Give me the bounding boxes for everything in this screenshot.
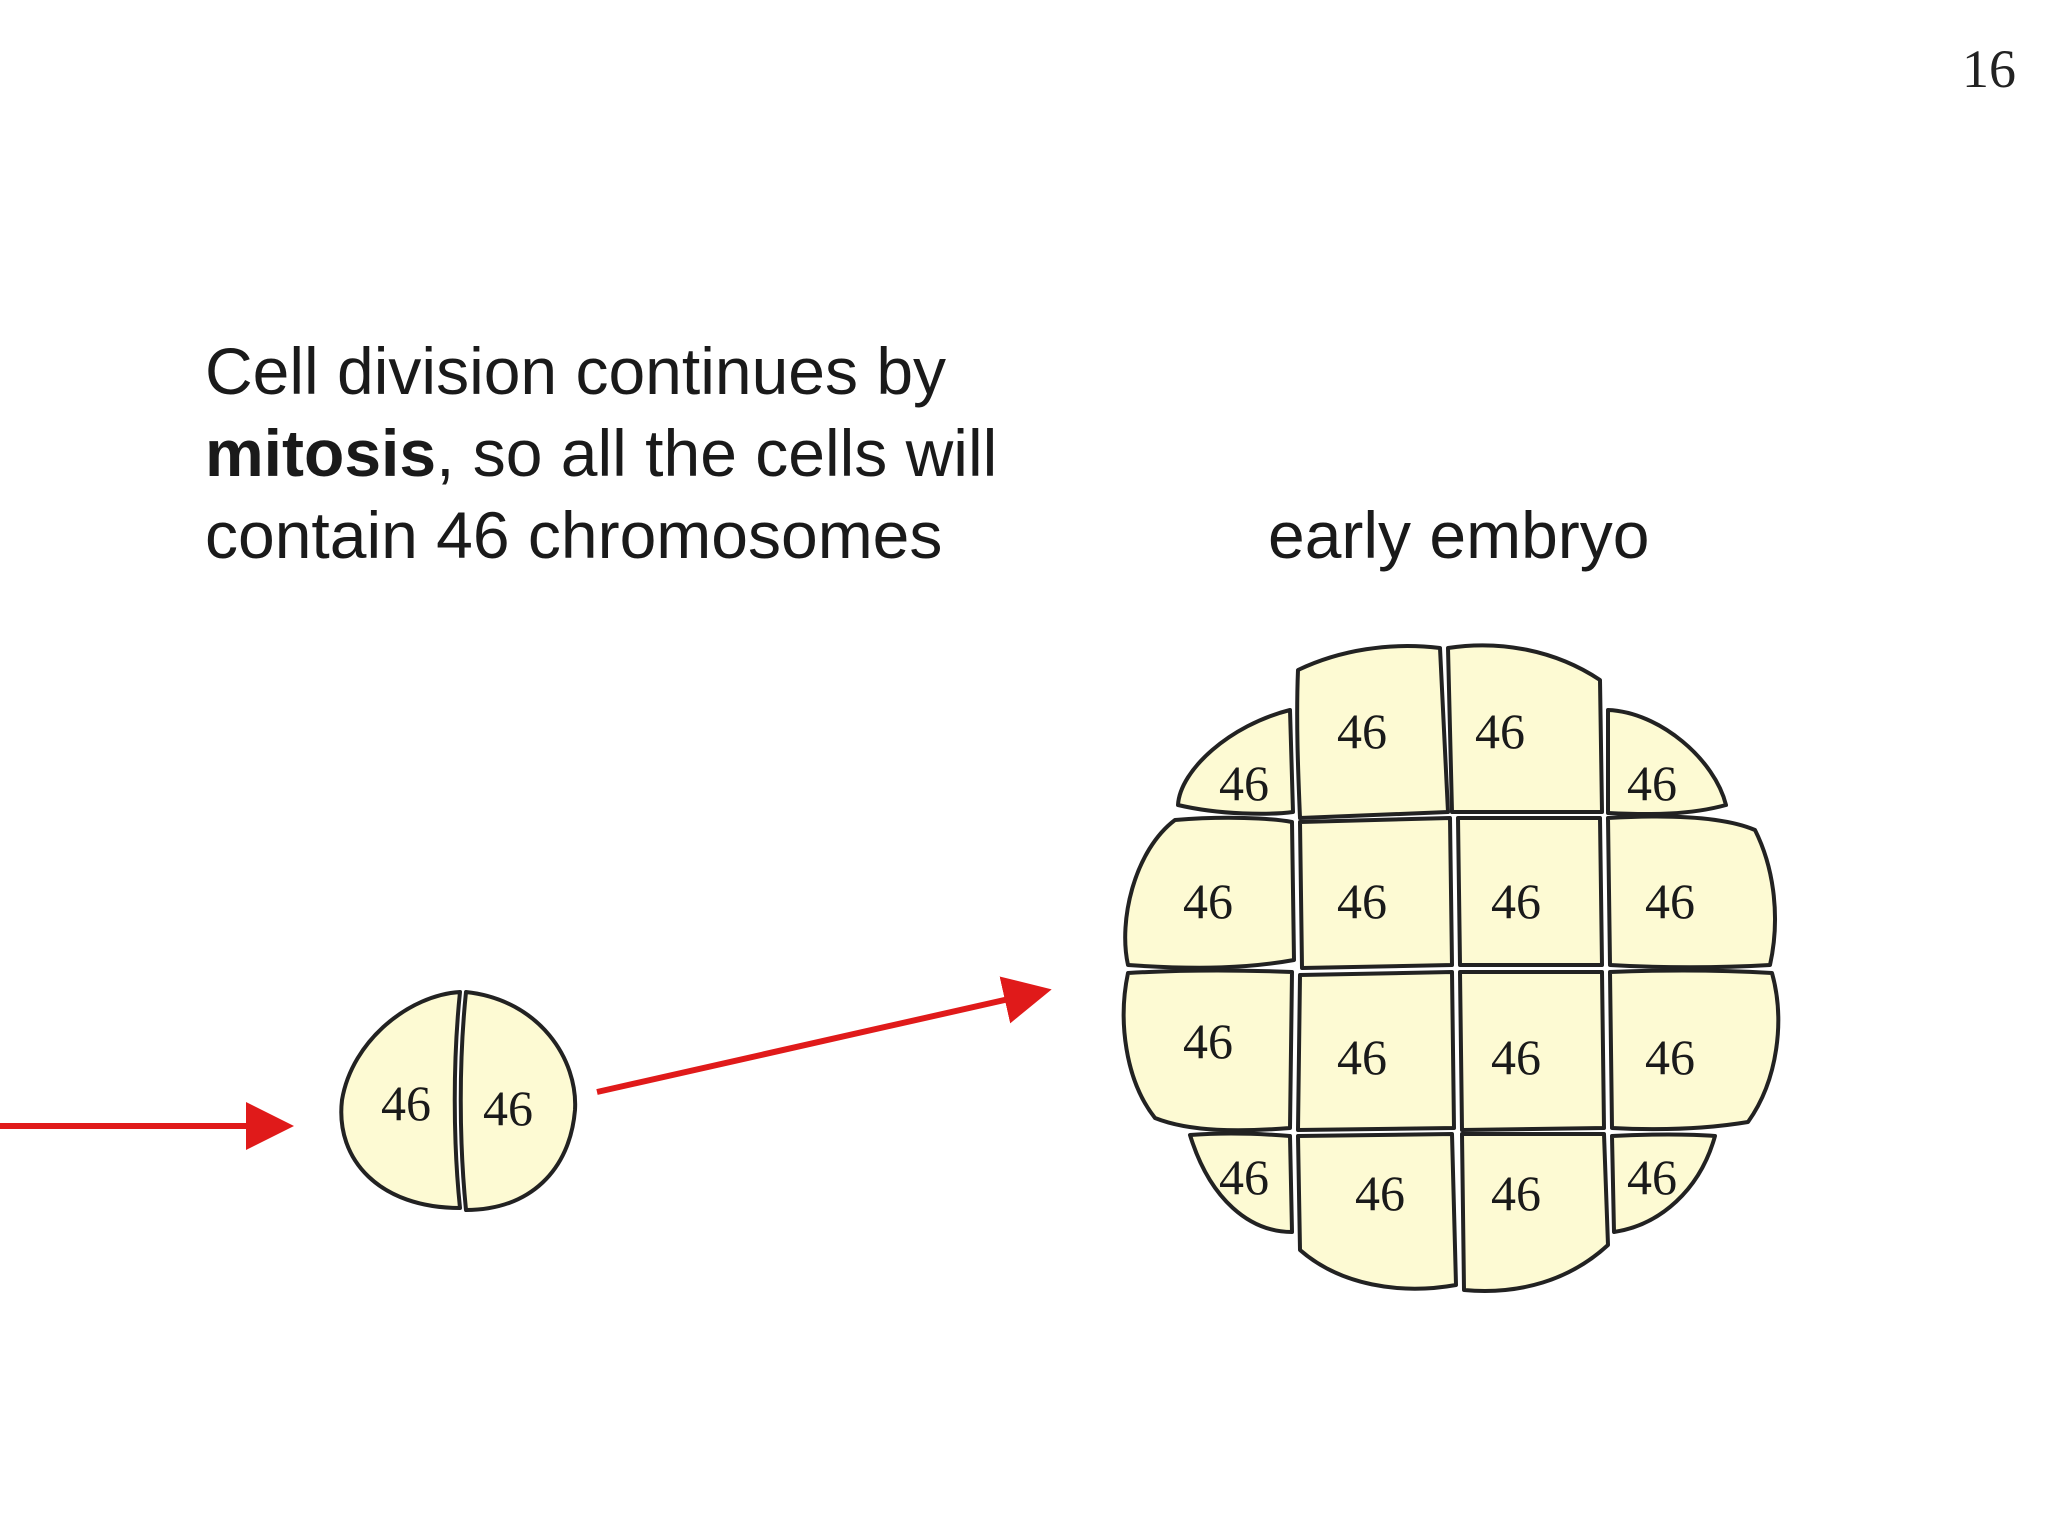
embryo-cell	[1296, 1132, 1458, 1291]
embryo-cell-count: 46	[1337, 703, 1387, 759]
embryo-cell-count: 46	[1219, 1149, 1269, 1205]
embryo-cell-count: 46	[1645, 1029, 1695, 1085]
embryo-cell	[1176, 708, 1295, 816]
embryo-cell-count: 46	[1627, 1149, 1677, 1205]
embryo-cell-count: 46	[1475, 703, 1525, 759]
embryo-cell-count: 46	[1183, 1013, 1233, 1069]
embryo-cell	[1298, 816, 1454, 970]
two-cell-stage: 46 46	[339, 990, 578, 1212]
caption-line-2: mitosis, so all the cells will	[205, 412, 1105, 494]
embryo-cell	[1458, 970, 1606, 1132]
arrow-to-embryo	[596, 976, 1052, 1095]
two-cell-left	[339, 990, 462, 1210]
embryo-cell	[1606, 814, 1777, 970]
embryo-cell	[1610, 1132, 1717, 1234]
embryo-cell-count: 46	[1337, 873, 1387, 929]
caption-bold-term: mitosis	[205, 416, 437, 490]
embryo-cell	[1295, 644, 1450, 820]
embryo-cell	[1296, 970, 1456, 1132]
embryo-cell-count: 46	[1355, 1165, 1405, 1221]
embryo-cell-count: 46	[1627, 755, 1677, 811]
embryo-cell	[1446, 643, 1604, 814]
embryo-label: early embryo	[1268, 498, 1650, 572]
embryo-cell	[1460, 1132, 1610, 1293]
embryo-cell-count: 46	[1645, 873, 1695, 929]
embryo-cell	[1608, 968, 1781, 1132]
early-embryo: 46 46 46 46 46 46 46 46 46 46 46 46 46 4…	[1121, 643, 1781, 1293]
embryo-cell-count: 46	[1491, 1165, 1541, 1221]
embryo-cell	[1456, 816, 1604, 967]
caption-text: Cell division continues by mitosis, so a…	[205, 330, 1105, 576]
embryo-cell	[1123, 815, 1296, 970]
embryo-cell-count: 46	[1337, 1029, 1387, 1085]
caption-line-1: Cell division continues by	[205, 334, 947, 408]
embryo-cell-count: 46	[1491, 1029, 1541, 1085]
embryo-cell-count: 46	[1183, 873, 1233, 929]
caption-line-3: contain 46 chromosomes	[205, 498, 943, 572]
embryo-cell-count: 46	[1491, 873, 1541, 929]
slide-number: 16	[1962, 39, 2016, 99]
caption-line-2-rest: , so all the cells will	[436, 416, 998, 490]
embryo-cell-count: 46	[1219, 755, 1269, 811]
embryo-cell	[1188, 1131, 1294, 1234]
two-cell-right-count: 46	[483, 1080, 533, 1136]
embryo-cell	[1606, 708, 1728, 817]
embryo-cell	[1121, 968, 1294, 1133]
two-cell-right	[458, 990, 578, 1212]
two-cell-left-count: 46	[381, 1075, 431, 1131]
